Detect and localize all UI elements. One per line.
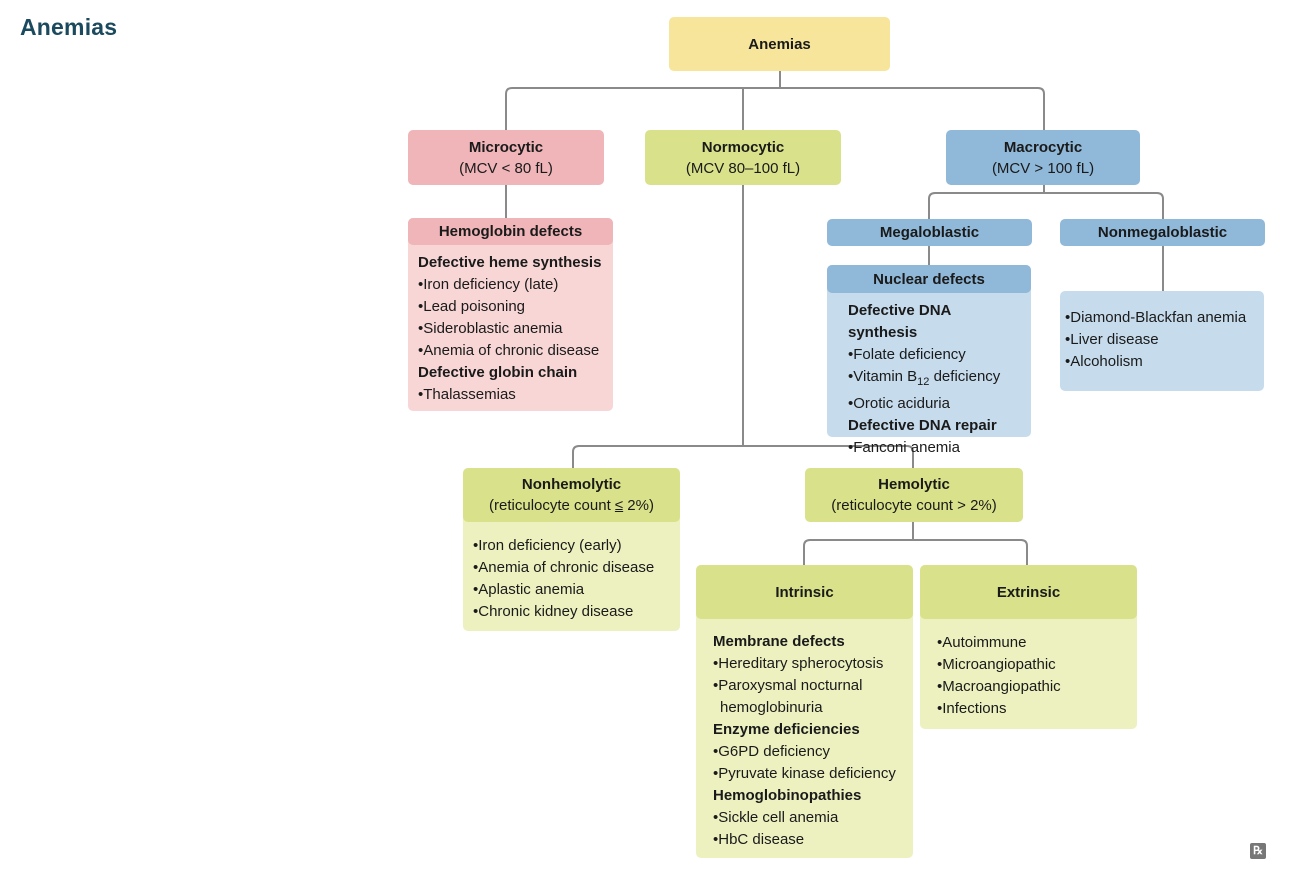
list-heading: Enzyme deficiencies xyxy=(713,721,860,738)
extrinsic-list: •Autoimmune •Microangiopathic •Macroangi… xyxy=(920,565,1137,720)
vitamin-suffix: deficiency xyxy=(929,368,1001,385)
node-extrinsic-header: Extrinsic xyxy=(920,565,1137,619)
node-extrinsic: Extrinsic •Autoimmune •Microangiopathic … xyxy=(920,565,1137,729)
list-item: •Alcoholism xyxy=(1065,353,1143,370)
list-item: •Hereditary spherocytosis xyxy=(713,655,884,672)
list-item: •Aplastic anemia xyxy=(473,581,585,598)
list-item: •G6PD deficiency xyxy=(713,743,830,760)
list-item: •Paroxysmal nocturnal xyxy=(713,677,863,694)
subtitle-part: (reticulocyte count xyxy=(489,497,615,514)
nonhemolytic-list: •Iron deficiency (early) •Anemia of chro… xyxy=(463,468,680,623)
connector-macrocytic-branches xyxy=(928,192,1164,219)
list-item: •Lead poisoning xyxy=(418,298,526,315)
node-nuclear-defects-header: Nuclear defects xyxy=(827,265,1031,293)
list-heading: Hemoglobinopathies xyxy=(713,787,862,804)
page-title: Anemias xyxy=(20,14,118,40)
node-macrocytic: Macrocytic (MCV > 100 fL) xyxy=(946,130,1140,185)
list-item: •Orotic aciduria xyxy=(848,395,950,412)
list-heading: Defective DNA repair xyxy=(848,417,997,434)
list-item: •Iron deficiency (early) xyxy=(473,537,622,554)
node-nonmegaloblastic-title: Nonmegaloblastic xyxy=(1097,224,1228,241)
list-item: •Iron deficiency (late) xyxy=(418,276,559,293)
list-item: •Sickle cell anemia xyxy=(713,809,839,826)
node-microcytic-title: Microcytic xyxy=(468,138,544,156)
node-macrocytic-subtitle: (MCV > 100 fL) xyxy=(991,159,1095,177)
list-item: •Thalassemias xyxy=(418,386,516,403)
node-normocytic-title: Normocytic xyxy=(701,138,785,156)
vitamin-label: •Vitamin B xyxy=(848,368,918,385)
node-microcytic: Microcytic (MCV < 80 fL) xyxy=(408,130,604,185)
node-hemolytic-title: Hemolytic xyxy=(878,476,950,493)
hemoglobin-defects-title: Hemoglobin defects xyxy=(438,223,583,240)
connector-normocytic-branches xyxy=(572,445,914,468)
list-heading: Membrane defects xyxy=(713,633,845,650)
node-nonmegaloblastic: Nonmegaloblastic xyxy=(1060,219,1265,246)
list-item: •Vitamin B12 deficiency xyxy=(848,366,1021,393)
list-item: •HbC disease xyxy=(713,831,805,848)
node-anemias: Anemias xyxy=(669,17,890,71)
prescription-icon: ℞ xyxy=(1250,843,1266,859)
node-megaloblastic: Megaloblastic xyxy=(827,219,1032,246)
connector-root-branches xyxy=(505,87,1045,130)
list-item: •Pyruvate kinase deficiency xyxy=(713,765,896,782)
node-intrinsic-header: Intrinsic xyxy=(696,565,913,619)
node-normocytic: Normocytic (MCV 80–100 fL) xyxy=(645,130,841,185)
nuclear-defects-title: Nuclear defects xyxy=(873,270,985,288)
list-item: hemoglobinuria xyxy=(720,699,823,716)
vitamin-subscript: 12 xyxy=(917,376,930,388)
list-item: •Macroangiopathic xyxy=(937,678,1061,695)
list-item: •Liver disease xyxy=(1065,331,1159,348)
nuclear-defects-list: Defective DNA synthesis •Folate deficien… xyxy=(827,265,1031,459)
node-nonhemolytic-subtitle: (reticulocyte count ≤ 2%) xyxy=(489,495,654,516)
list-item: •Infections xyxy=(937,700,1007,717)
list-heading: Defective DNA synthesis xyxy=(848,302,951,341)
node-nonhemolytic: Nonhemolytic (reticulocyte count ≤ 2%) •… xyxy=(463,468,680,631)
list-item: •Folate deficiency xyxy=(848,346,966,363)
node-intrinsic: Intrinsic Membrane defects •Hereditary s… xyxy=(696,565,913,858)
list-heading: Defective heme synthesis xyxy=(418,254,602,271)
intrinsic-list: Membrane defects •Hereditary spherocytos… xyxy=(696,565,913,851)
list-item: •Anemia of chronic disease xyxy=(473,559,655,576)
node-macrocytic-title: Macrocytic xyxy=(1003,138,1083,156)
list-item: •Fanconi anemia xyxy=(848,439,960,456)
subtitle-part: 2%) xyxy=(623,497,654,514)
list-heading: Defective globin chain xyxy=(418,364,578,381)
connector-hemolytic-branches xyxy=(803,539,1028,565)
node-hemolytic-subtitle: (reticulocyte count > 2%) xyxy=(831,497,997,514)
node-hemolytic: Hemolytic (reticulocyte count > 2%) xyxy=(805,468,1023,522)
node-normocytic-subtitle: (MCV 80–100 fL) xyxy=(685,159,801,177)
node-extrinsic-title: Extrinsic xyxy=(996,583,1061,601)
list-item: •Autoimmune xyxy=(937,634,1027,651)
subtitle-symbol: ≤ xyxy=(614,497,624,514)
node-nonmegaloblastic-list: •Diamond-Blackfan anemia •Liver disease … xyxy=(1060,291,1264,391)
hemoglobin-defects-list: Defective heme synthesis •Iron deficienc… xyxy=(408,218,613,406)
list-item: •Microangiopathic xyxy=(937,656,1056,673)
node-nonhemolytic-title: Nonhemolytic xyxy=(521,476,622,493)
list-item: •Chronic kidney disease xyxy=(473,603,634,620)
list-item: •Diamond-Blackfan anemia xyxy=(1065,309,1247,326)
list-item: •Anemia of chronic disease xyxy=(418,342,600,359)
node-microcytic-subtitle: (MCV < 80 fL) xyxy=(459,159,553,177)
node-megaloblastic-title: Megaloblastic xyxy=(879,224,980,241)
node-intrinsic-title: Intrinsic xyxy=(775,583,834,601)
nonmegaloblastic-items: •Diamond-Blackfan anemia •Liver disease … xyxy=(1060,291,1264,373)
node-hemoglobin-defects: Hemoglobin defects Defective heme synthe… xyxy=(408,218,613,411)
node-anemias-title: Anemias xyxy=(748,35,811,53)
node-nonhemolytic-header: Nonhemolytic (reticulocyte count ≤ 2%) xyxy=(463,468,680,522)
list-item: •Sideroblastic anemia xyxy=(418,320,563,337)
node-nuclear-defects: Nuclear defects Defective DNA synthesis … xyxy=(827,265,1031,456)
node-hemoglobin-defects-header: Hemoglobin defects xyxy=(408,218,613,245)
